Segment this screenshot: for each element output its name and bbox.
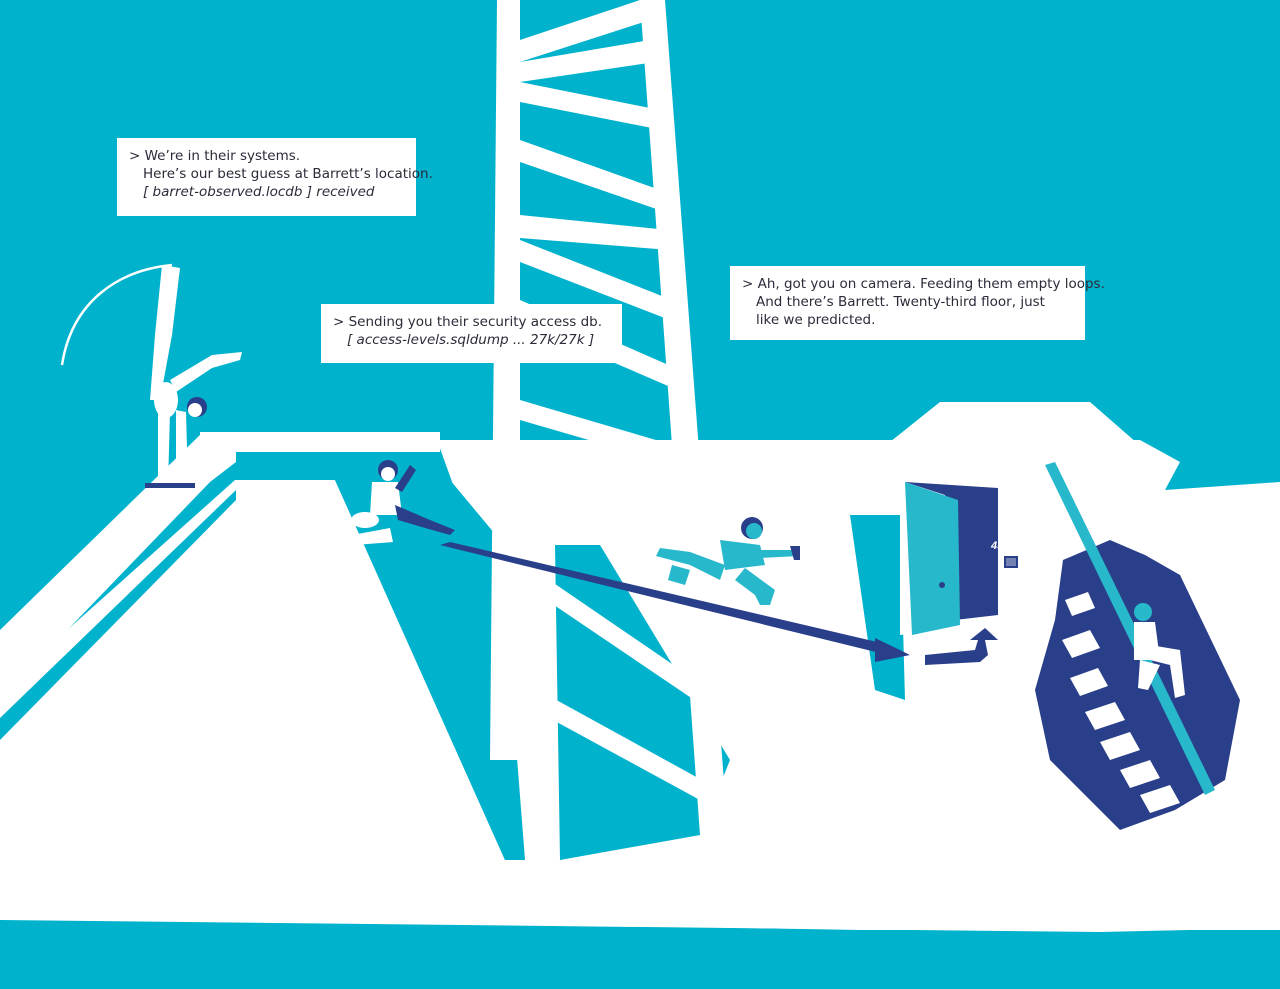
caption-systems-access: > We’re in their systems. Here’s our bes… <box>117 138 433 216</box>
floor-shadow-left <box>335 480 525 860</box>
caption-security-db: > Sending you their security access db. … <box>321 304 622 363</box>
stairwell <box>1035 462 1240 830</box>
caption-line: And there’s Barrett. Twenty-third floor,… <box>756 294 1045 310</box>
keypad-icon <box>1004 556 1018 568</box>
rooftop-floor-left <box>0 480 505 860</box>
floor-band <box>0 490 236 740</box>
figure-handstand <box>60 263 242 488</box>
caption-camera-loop: > Ah, got you on camera. Feeding them em… <box>730 266 1105 340</box>
caption-line: > Sending you their security access db. <box>333 314 603 330</box>
caption-line: Here’s our best guess at Barrett’s locat… <box>143 166 433 182</box>
door <box>900 482 1000 635</box>
figure-on-stairs <box>1134 603 1185 698</box>
caption-line: > Ah, got you on camera. Feeding them em… <box>742 276 1105 292</box>
rooftop-floor-bottom <box>0 860 1280 932</box>
caption-file-received: [ barret-observed.locdb ] received <box>143 184 375 200</box>
caption-line: like we predicted. <box>756 312 876 328</box>
stairwell-housing <box>880 402 1145 450</box>
figure-crouching <box>351 460 455 545</box>
caption-line: > We’re in their systems. <box>129 148 301 164</box>
caption-file-transfer: [ access-levels.sqldump ... 27k/27k ] <box>347 332 595 348</box>
figure-leaping <box>656 517 800 605</box>
route-arrow <box>440 542 998 665</box>
rooftop-rail <box>200 432 440 452</box>
rooftop-ledge <box>0 435 236 700</box>
door-code-label: 4589 <box>991 540 1016 552</box>
